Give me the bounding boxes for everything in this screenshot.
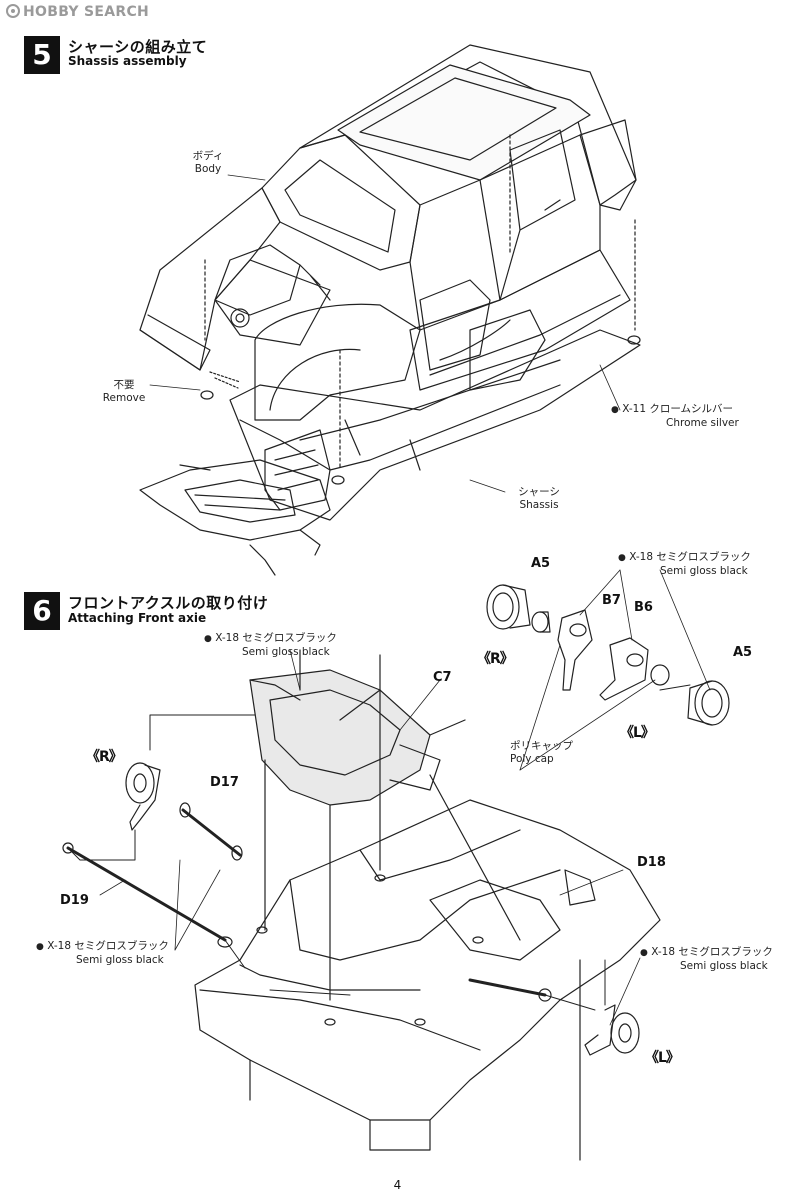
d17-shaft-drawing bbox=[179, 802, 243, 861]
paint-bullet-icon: ● bbox=[640, 948, 648, 958]
d19-shaft-drawing bbox=[62, 842, 233, 948]
side-r-top: 《R》 bbox=[477, 651, 514, 667]
step-5-title-jp: シャーシの組み立て bbox=[68, 38, 208, 56]
part-d17: D17 bbox=[210, 775, 239, 790]
label-paint-hub: ● X-18 セミグロスブラック Semi gloss black bbox=[618, 551, 751, 577]
label-body: ボディ Body bbox=[192, 150, 224, 175]
label-paint-left: ● X-18 セミグロスブラック Semi gloss black bbox=[36, 940, 169, 966]
part-d18: D18 bbox=[637, 855, 666, 870]
part-d19: D19 bbox=[60, 893, 89, 908]
label-paint-right: ● X-18 セミグロスブラック Semi gloss black bbox=[640, 946, 773, 972]
hub-r-drawing bbox=[125, 762, 161, 831]
hub-l-drawing bbox=[584, 1004, 640, 1056]
paint-bullet-icon: ● bbox=[618, 553, 626, 563]
step-6-number: 6 bbox=[24, 592, 60, 630]
c7-cradle-drawing bbox=[249, 649, 521, 1001]
hub-parts-drawing bbox=[486, 584, 730, 726]
paint-bullet-icon: ● bbox=[36, 942, 44, 952]
step-5-title-en: Shassis assembly bbox=[68, 54, 187, 68]
leader-lines-step5 bbox=[149, 174, 621, 493]
side-l-bottom: 《L》 bbox=[645, 1050, 680, 1066]
part-b7: B7 bbox=[602, 593, 621, 608]
leader-lines-step6 bbox=[99, 569, 711, 1026]
chassis-drawing bbox=[139, 329, 641, 576]
part-a5-top: A5 bbox=[531, 556, 551, 571]
paint-bullet-icon: ● bbox=[204, 634, 212, 644]
step-6-title-jp: フロントアクスルの取り付け bbox=[68, 594, 269, 612]
watermark-logo-icon bbox=[6, 4, 20, 18]
d18-shaft-drawing bbox=[468, 978, 552, 1002]
assembly-arrows-step6 bbox=[67, 684, 691, 1011]
step-5-number: 5 bbox=[24, 36, 60, 74]
label-paint-x11: ● X-11 クロームシルバー Chrome silver bbox=[611, 403, 739, 429]
part-c7: C7 bbox=[433, 670, 452, 685]
label-polycap: ポリキャップ Poly cap bbox=[510, 740, 573, 765]
label-remove: 不要 Remove bbox=[102, 379, 146, 404]
label-paint-c7: ● X-18 セミグロスブラック Semi gloss black bbox=[204, 632, 337, 658]
part-b6: B6 bbox=[634, 600, 653, 615]
car-body-drawing bbox=[139, 44, 637, 471]
side-l-top: 《L》 bbox=[620, 725, 655, 741]
side-r-left: 《R》 bbox=[86, 749, 123, 765]
watermark: HOBBY SEARCH bbox=[6, 4, 149, 20]
step-6-title-en: Attaching Front axie bbox=[68, 611, 207, 625]
page-number: 4 bbox=[393, 1178, 402, 1192]
floor-pan-drawing bbox=[194, 799, 661, 1161]
paint-bullet-icon: ● bbox=[611, 405, 619, 415]
part-a5-right: A5 bbox=[733, 645, 753, 660]
label-chassis: シャーシ Shassis bbox=[518, 486, 560, 511]
